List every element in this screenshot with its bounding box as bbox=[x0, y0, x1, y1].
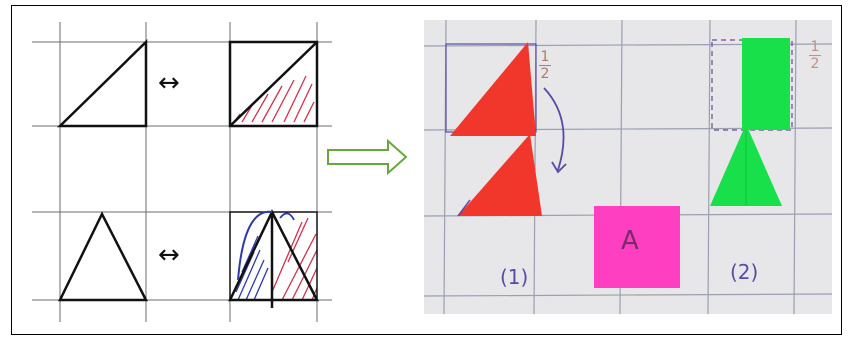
rotation-arrow bbox=[543, 87, 565, 171]
sketch-grid bbox=[32, 22, 332, 322]
red-triangle-top bbox=[450, 42, 536, 136]
right-triangle bbox=[56, 39, 148, 128]
square-half-shaded bbox=[228, 40, 319, 128]
fraction-label-1: 1 2 bbox=[539, 49, 551, 82]
model-label-1: (1) bbox=[500, 265, 529, 289]
hand-drawn-sketch: ↔ ↔ bbox=[32, 22, 332, 322]
sticky-note-label: A bbox=[621, 226, 639, 256]
equivalence-arrow-top: ↔ bbox=[158, 68, 180, 98]
equivalence-arrow-bottom: ↔ bbox=[158, 240, 180, 270]
rectangle-with-triangle bbox=[228, 209, 320, 308]
red-triangle-bottom bbox=[458, 134, 542, 216]
sticky-note bbox=[594, 206, 680, 288]
transition-arrow-icon bbox=[322, 137, 412, 177]
green-rectangle bbox=[742, 38, 790, 130]
model-label-2: (2) bbox=[730, 260, 759, 284]
paper-model-photo: 1 2 1 2 A (1) (2) bbox=[424, 20, 832, 314]
fraction-label-2: 1 2 bbox=[809, 39, 821, 72]
isosceles-triangle bbox=[57, 211, 149, 302]
